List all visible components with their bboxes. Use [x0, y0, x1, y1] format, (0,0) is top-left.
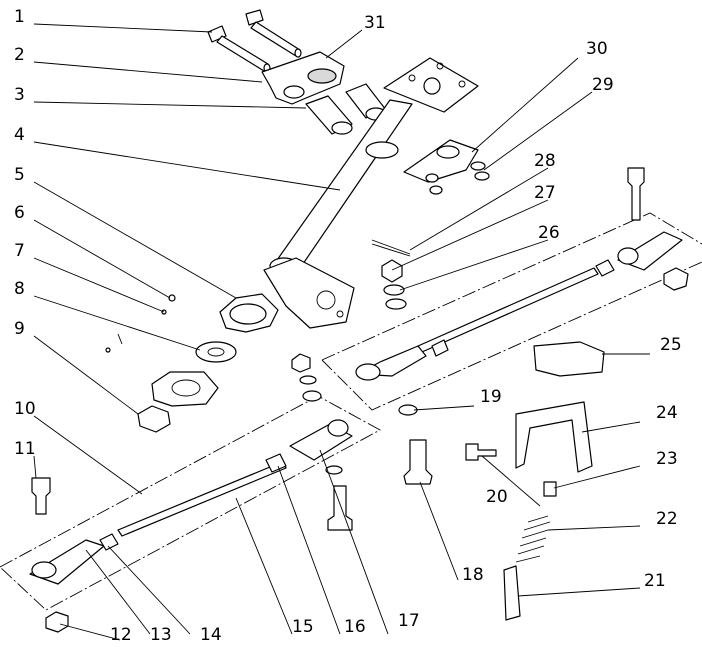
callout-11: 11 [14, 439, 36, 459]
leader-lines [33, 23, 650, 641]
bolt-lower-right [327, 485, 353, 531]
nut-12 [45, 611, 69, 633]
callout-2: 2 [14, 45, 25, 65]
castle-nut-upper [381, 259, 403, 283]
callout-10: 10 [14, 399, 36, 419]
callout-21: 21 [644, 571, 666, 591]
bolt-20 [465, 443, 497, 461]
lower-tie-rod-assembly-box [0, 395, 381, 611]
callout-20: 20 [486, 487, 508, 507]
callout-8: 8 [14, 279, 25, 299]
pin-21 [503, 565, 521, 621]
callout-1: 1 [14, 7, 25, 27]
small-screw-6 [168, 294, 176, 302]
callout-6: 6 [14, 203, 25, 223]
hex-nut-9 [137, 405, 171, 433]
bracket-24 [515, 401, 593, 473]
callout-4: 4 [14, 125, 25, 145]
bolt-18 [403, 439, 433, 485]
callout-28: 28 [534, 151, 556, 171]
small-nut-left [105, 347, 111, 353]
washer-upper-2 [385, 298, 407, 310]
column-base-flange [263, 257, 355, 329]
callout-19: 19 [480, 387, 502, 407]
bushing-left [305, 95, 353, 135]
column-top-plate [383, 57, 479, 113]
callout-15: 15 [292, 617, 314, 637]
switch-25 [533, 341, 605, 377]
upper-tie-rod [355, 231, 683, 381]
flange-plate [151, 371, 219, 407]
spring-22 [515, 515, 551, 563]
callout-5: 5 [14, 165, 25, 185]
nut-upper-right [663, 267, 689, 291]
callout-3: 3 [14, 85, 25, 105]
bolt-upper-right [627, 167, 645, 221]
lower-tie-rod [29, 419, 353, 585]
screw-23 [543, 481, 557, 497]
callout-23: 23 [656, 449, 678, 469]
callout-14: 14 [200, 625, 222, 645]
washer-upper [383, 284, 405, 296]
callout-7: 7 [14, 241, 25, 261]
cotter-pin [371, 239, 411, 257]
callout-17: 17 [398, 611, 420, 631]
washer-mid [299, 375, 317, 385]
callout-30: 30 [586, 39, 608, 59]
callout-29: 29 [592, 75, 614, 95]
column-clamp-bracket [261, 51, 345, 105]
callout-13: 13 [150, 625, 172, 645]
small-screw-left [117, 333, 123, 345]
callout-27: 27 [534, 183, 556, 203]
clamp-washers [425, 161, 490, 195]
upper-tie-rod-assembly-box [321, 212, 702, 411]
callout-24: 24 [656, 403, 678, 423]
callout-26: 26 [538, 223, 560, 243]
upper-clamp [403, 139, 479, 183]
dust-boot-flange [219, 293, 279, 333]
washer-mid-2 [302, 390, 322, 402]
bolt-left-11 [31, 477, 51, 515]
washer-lower-right [325, 465, 343, 475]
callout-16: 16 [344, 617, 366, 637]
top-bolt-right [245, 9, 302, 58]
seal-ring [195, 341, 237, 363]
callout-18: 18 [462, 565, 484, 585]
callout-12: 12 [110, 625, 132, 645]
nut-mid [291, 353, 311, 373]
callout-22: 22 [656, 509, 678, 529]
callout-25: 25 [660, 335, 682, 355]
callout-9: 9 [14, 319, 25, 339]
callout-31: 31 [364, 13, 386, 33]
